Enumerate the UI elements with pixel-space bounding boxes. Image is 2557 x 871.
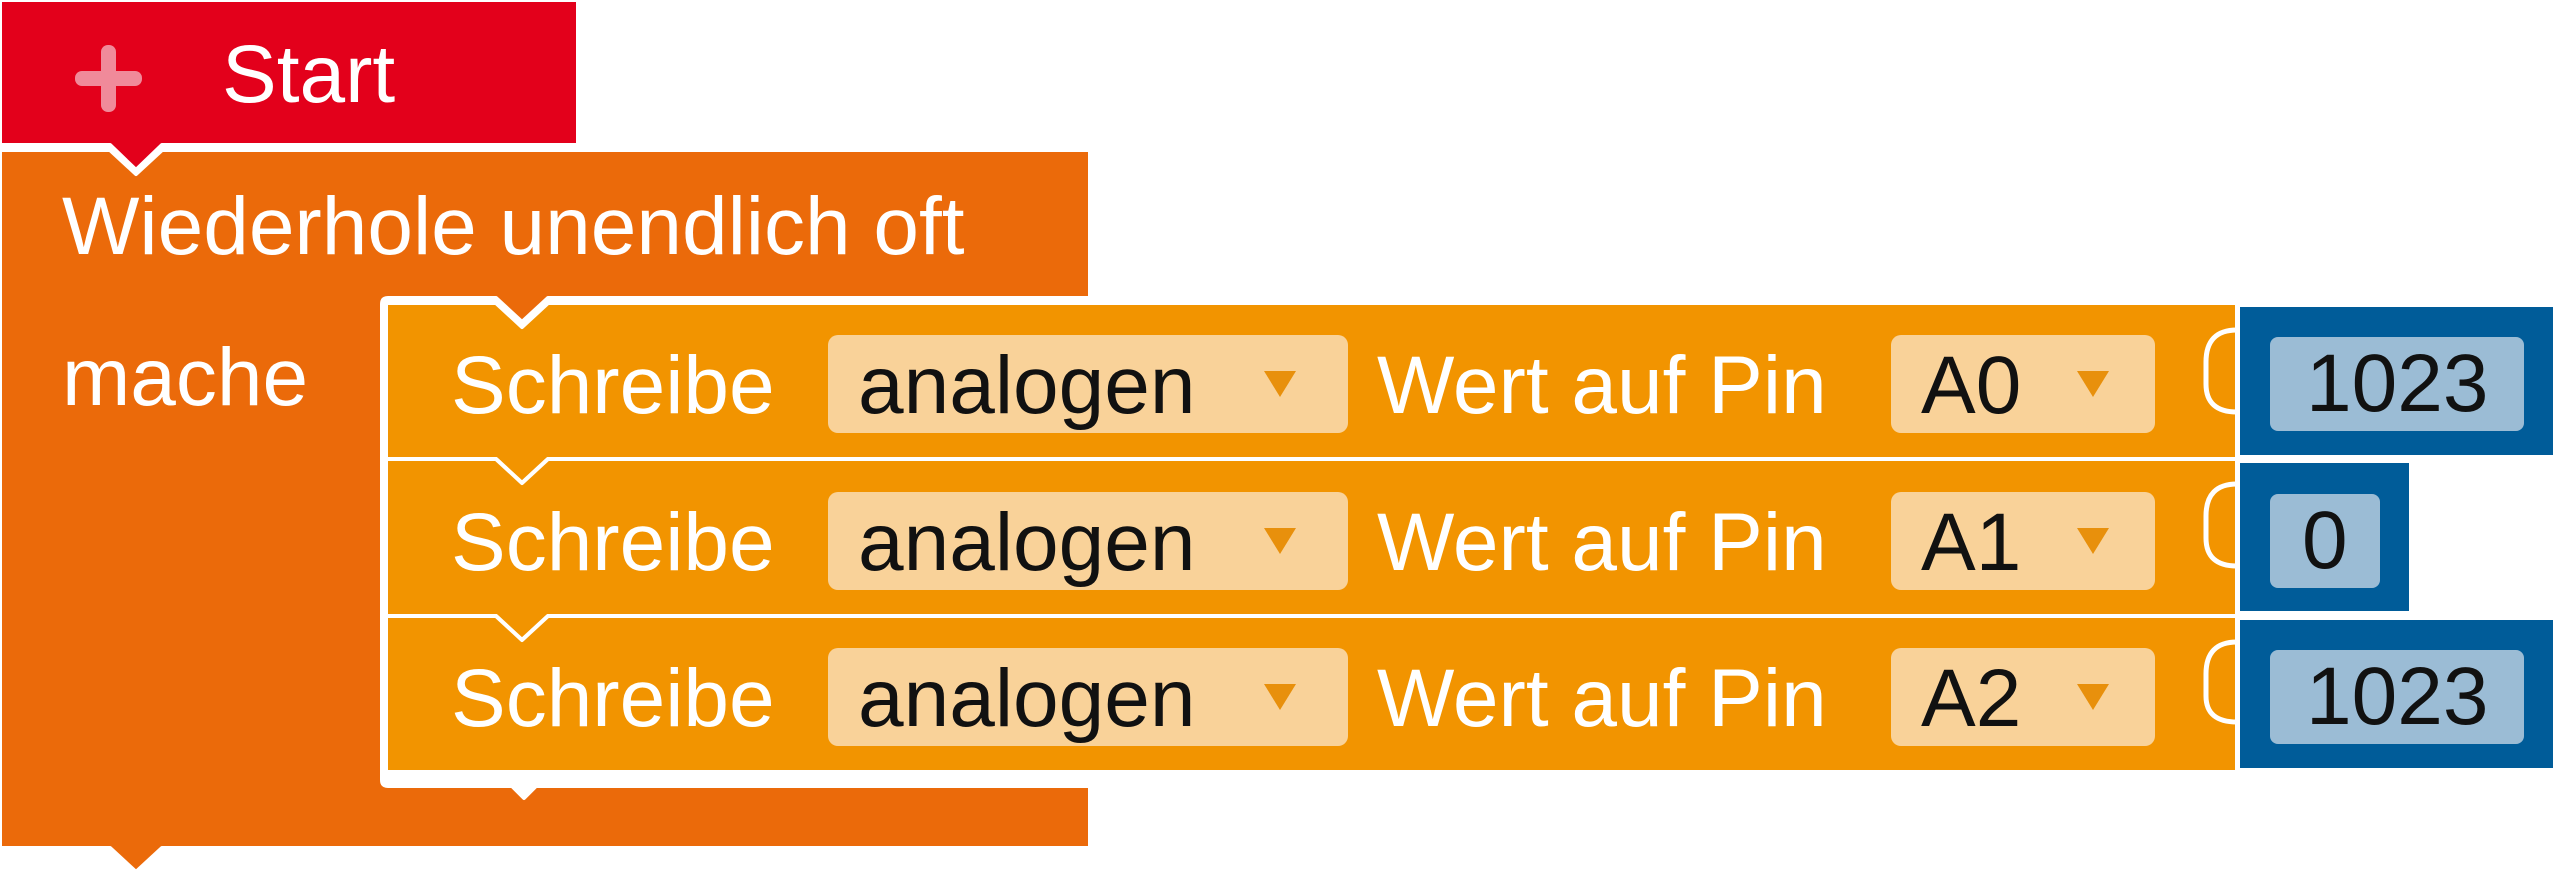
number-field[interactable]: 0 [2270,494,2380,588]
number-field[interactable]: 1023 [2270,650,2524,744]
mode-dropdown[interactable]: analogen [828,648,1348,746]
mode-dropdown-value: analogen [858,653,1196,744]
chevron-down-icon [1264,371,1296,397]
chevron-down-icon [1264,528,1296,554]
chevron-down-icon [2077,684,2109,710]
statement-middle-label: Wert auf Pin [1377,340,1827,431]
loop-do-label: mache [62,332,309,423]
value-socket-1 [2203,481,2238,569]
number-field-value: 1023 [2306,651,2489,742]
statement-middle-label: Wert auf Pin [1377,497,1827,588]
loop-block[interactable] [0,148,1092,871]
chevron-down-icon [1264,684,1296,710]
mode-dropdown[interactable]: analogen [828,335,1348,433]
value-socket-0 [2203,327,2238,415]
pin-dropdown[interactable]: A2 [1891,648,2155,746]
start-label: Start [222,29,396,120]
chevron-down-icon [2077,371,2109,397]
number-field-value: 0 [2302,495,2348,586]
plus-icon[interactable] [75,45,142,112]
mode-dropdown[interactable]: analogen [828,492,1348,590]
number-field-value: 1023 [2306,338,2489,429]
pin-dropdown-value: A2 [1921,653,2022,744]
value-socket-2 [2203,639,2238,725]
loop-label: Wiederhole unendlich oft [62,181,965,272]
pin-dropdown-value: A1 [1921,497,2022,588]
pin-dropdown[interactable]: A1 [1891,492,2155,590]
statement-verb: Schreibe [451,497,775,588]
pin-dropdown[interactable]: A0 [1891,335,2155,433]
statement-middle-label: Wert auf Pin [1377,653,1827,744]
statement-verb: Schreibe [451,340,775,431]
statement-verb: Schreibe [451,653,775,744]
start-block[interactable] [0,0,580,172]
chevron-down-icon [2077,528,2109,554]
mode-dropdown-value: analogen [858,497,1196,588]
pin-dropdown-value: A0 [1921,340,2022,431]
number-field[interactable]: 1023 [2270,337,2524,431]
mode-dropdown-value: analogen [858,340,1196,431]
